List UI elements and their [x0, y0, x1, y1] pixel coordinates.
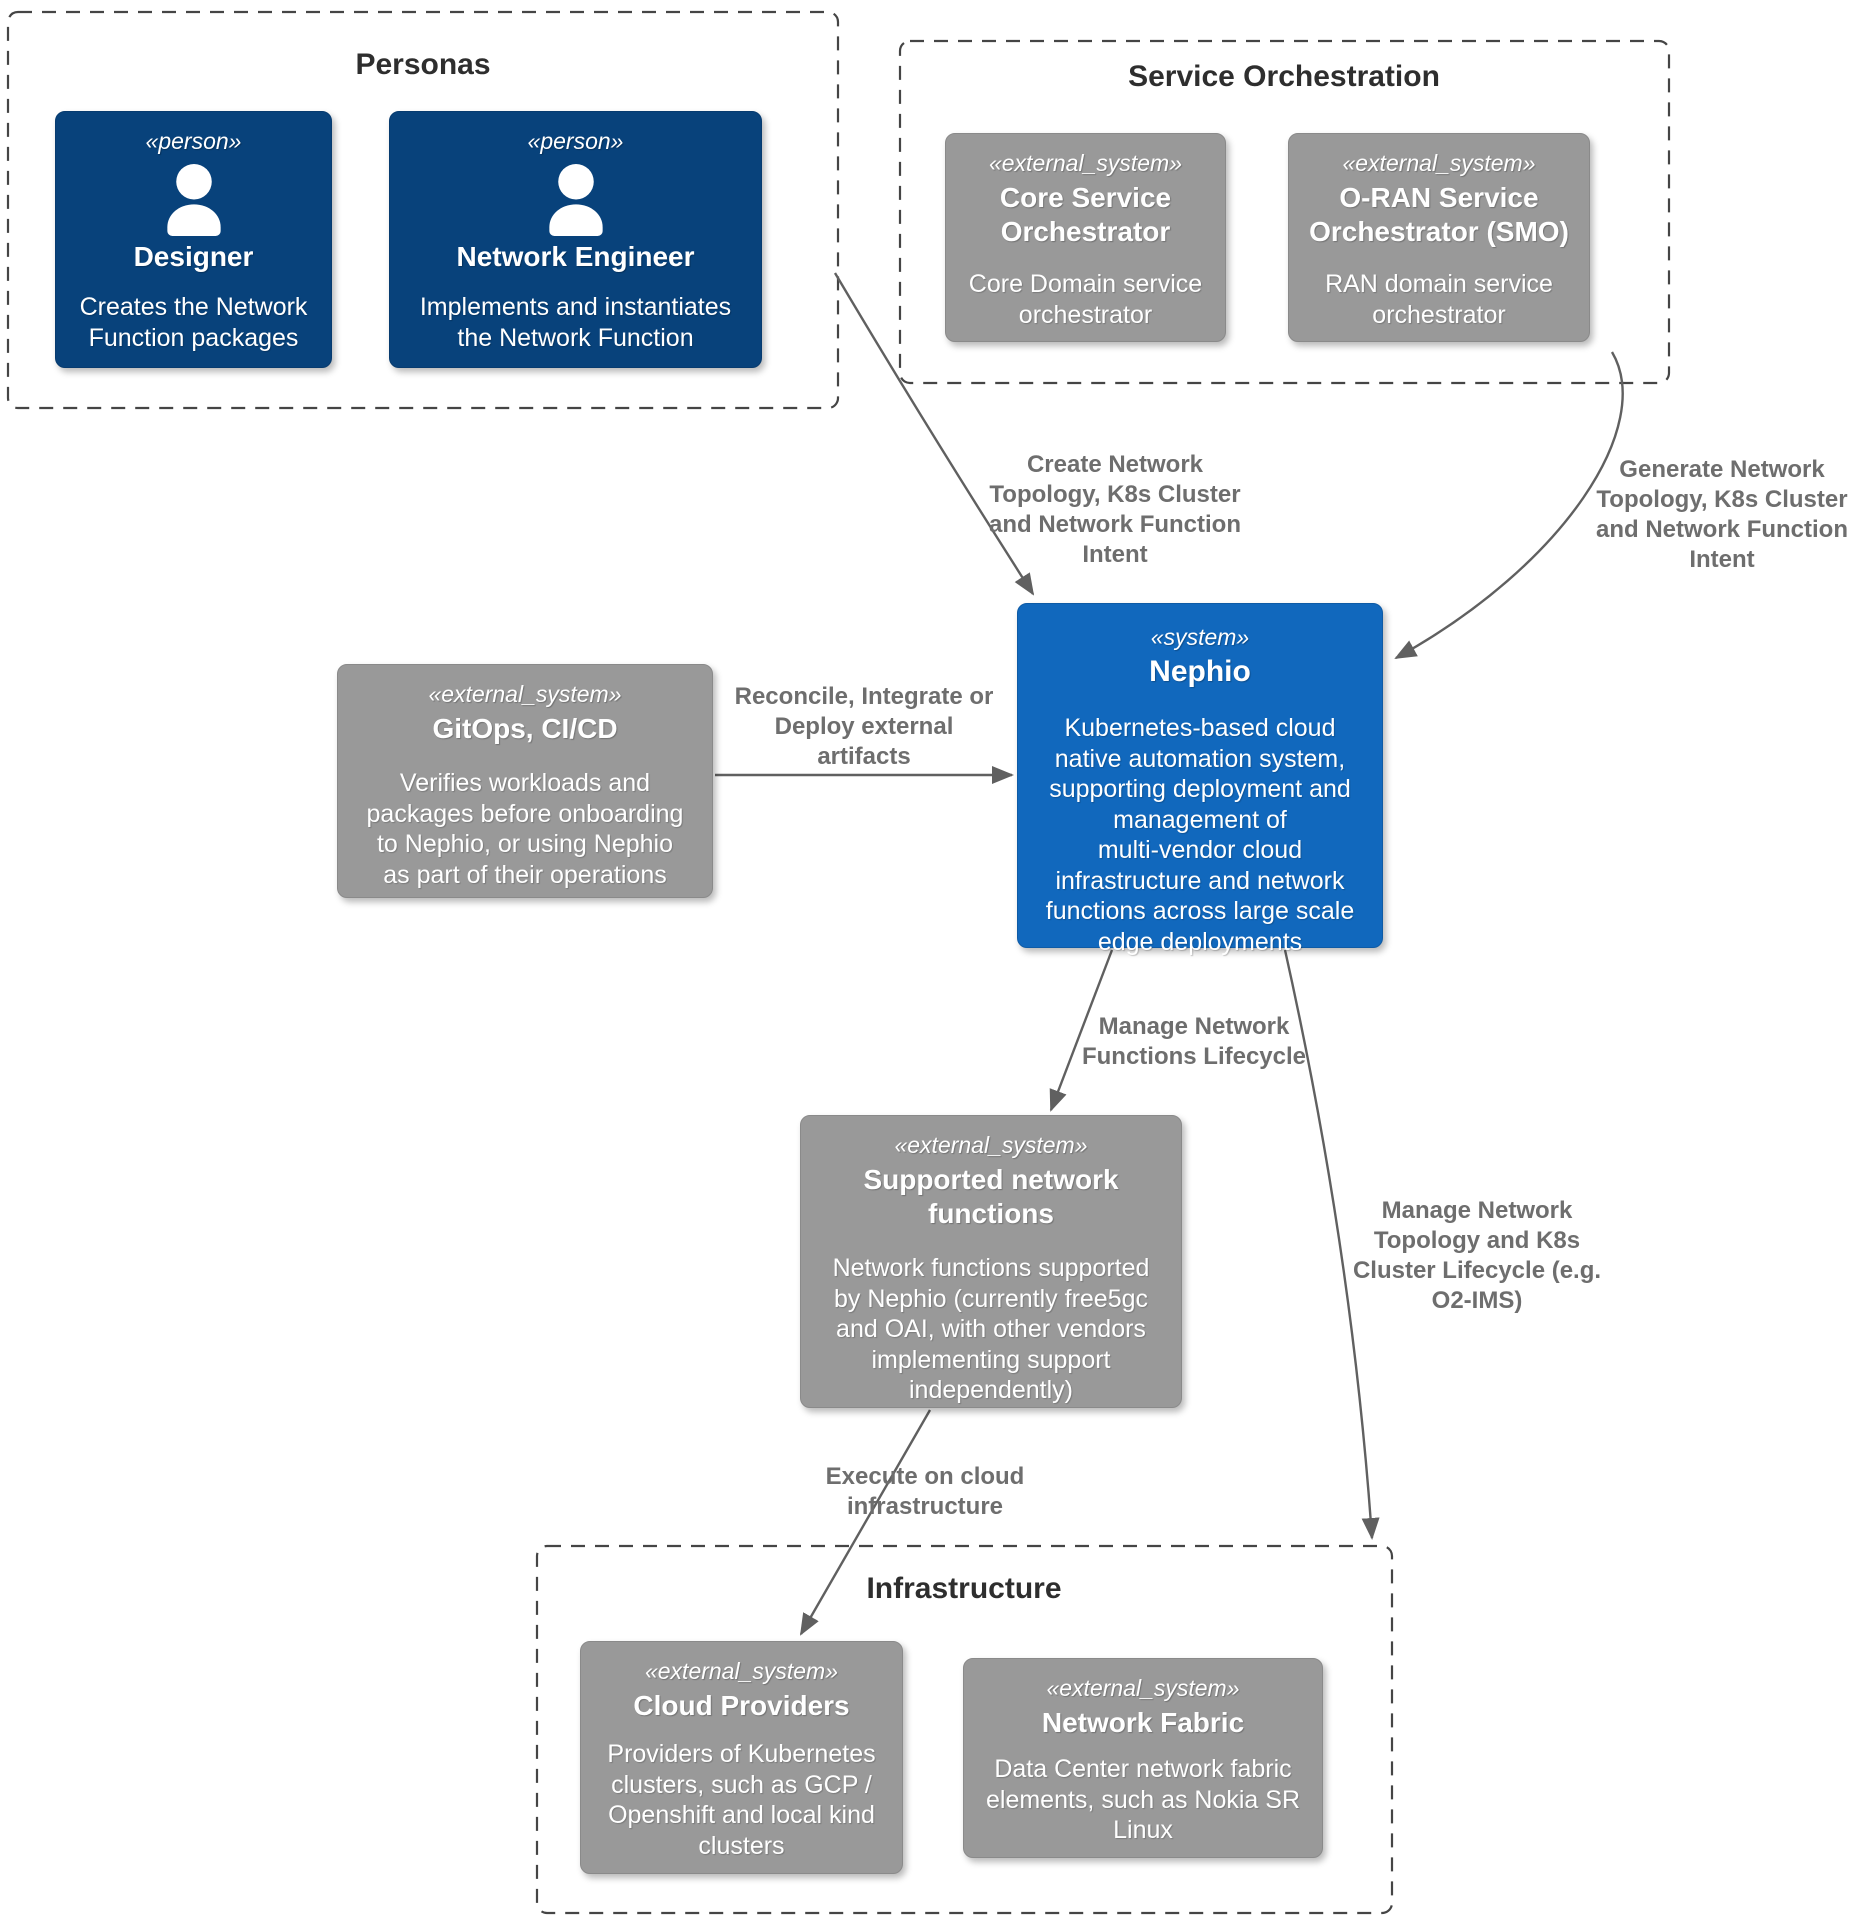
node-nephio: «system» Nephio Kubernetes-based cloud n… — [1017, 603, 1383, 956]
infrastructure-boundary-title: Infrastructure — [866, 1572, 1062, 1605]
personas-boundary — [6, 10, 840, 410]
node-gitops-cicd: «external_system» GitOps, CI/CD Verifies… — [337, 664, 713, 898]
node-network-engineer: «person» Network Engineer Implements and… — [389, 111, 762, 368]
edge-execute-label: Execute on cloud infrastructure — [825, 1463, 1025, 1520]
cloud-providers-stereotype: «external_system» — [644, 1658, 839, 1684]
edge-manage-nf-label: Manage Network Functions Lifecycle — [1081, 1013, 1307, 1070]
supported-network-functions-stereotype: «external_system» — [894, 1132, 1088, 1158]
person-icon — [166, 163, 221, 236]
core-service-orchestrator-stereotype: «external_system» — [988, 150, 1183, 176]
designer-description: Creates the Network Function packages — [79, 293, 308, 352]
gitops-cicd-description: Verifies workloads and packages before o… — [366, 769, 684, 889]
edge-create-intent-line — [833, 272, 1035, 596]
supported-network-functions-name: Supported network functions — [863, 1164, 1119, 1229]
nephio-description: Kubernetes-based cloud native automation… — [1045, 714, 1355, 956]
network-engineer-stereotype: «person» — [527, 128, 624, 154]
oran-service-orchestrator-name: O-RAN Service Orchestrator (SMO) — [1309, 182, 1569, 247]
node-supported-network-functions: «external_system» Supported network func… — [800, 1115, 1182, 1408]
node-core-service-orchestrator: «external_system» Core Service Orchestra… — [945, 133, 1226, 342]
oran-service-orchestrator-stereotype: «external_system» — [1342, 150, 1536, 176]
node-oran-service-orchestrator: «external_system» O-RAN Service Orchestr… — [1288, 133, 1590, 342]
service-orchestration-boundary-title: Service Orchestration — [1128, 60, 1440, 93]
core-service-orchestrator-name: Core Service Orchestrator — [999, 182, 1172, 247]
edge-generate-intent-label: Generate Network Topology, K8s Cluster a… — [1596, 456, 1848, 573]
network-engineer-name: Network Engineer — [456, 241, 695, 272]
network-fabric-description: Data Center network fabric elements, suc… — [985, 1755, 1301, 1844]
edge-manage-topology-line — [1283, 949, 1380, 1540]
edge-reconcile-label: Reconcile, Integrate or Deploy external … — [734, 683, 994, 770]
nephio-name: Nephio — [1149, 655, 1251, 688]
gitops-cicd-name: GitOps, CI/CD — [432, 713, 618, 744]
node-cloud-providers: «external_system» Cloud Providers Provid… — [580, 1641, 903, 1874]
node-designer: «person» Designer Creates the Network Fu… — [55, 111, 332, 368]
personas-boundary-title: Personas — [355, 48, 491, 81]
edge-create-intent-label: Create Network Topology, K8s Cluster and… — [989, 451, 1241, 568]
cloud-providers-description: Providers of Kubernetes clusters, such a… — [607, 1740, 876, 1860]
node-network-fabric: «external_system» Network Fabric Data Ce… — [963, 1658, 1323, 1858]
edge-manage-nf-line — [1049, 949, 1114, 1112]
edge-manage-topology-label: Manage Network Topology and K8s Cluster … — [1352, 1197, 1602, 1314]
designer-name: Designer — [133, 241, 254, 272]
nephio-stereotype: «system» — [1150, 624, 1250, 650]
core-service-orchestrator-description: Core Domain service orchestrator — [968, 270, 1203, 329]
edge-execute-line — [799, 1409, 932, 1636]
network-fabric-name: Network Fabric — [1041, 1707, 1245, 1738]
service-orchestration-boundary — [898, 39, 1671, 385]
supported-network-functions-description: Network functions supported by Nephio (c… — [832, 1254, 1150, 1404]
gitops-cicd-stereotype: «external_system» — [428, 681, 622, 707]
network-engineer-description: Implements and instantiates the Network … — [419, 293, 732, 352]
designer-stereotype: «person» — [145, 128, 242, 154]
network-fabric-stereotype: «external_system» — [1046, 1675, 1240, 1701]
oran-service-orchestrator-description: RAN domain service orchestrator — [1325, 270, 1553, 329]
edge-generate-intent-line — [1394, 351, 1624, 660]
cloud-providers-name: Cloud Providers — [633, 1690, 850, 1721]
infrastructure-boundary — [535, 1544, 1394, 1915]
person-icon — [548, 163, 603, 236]
